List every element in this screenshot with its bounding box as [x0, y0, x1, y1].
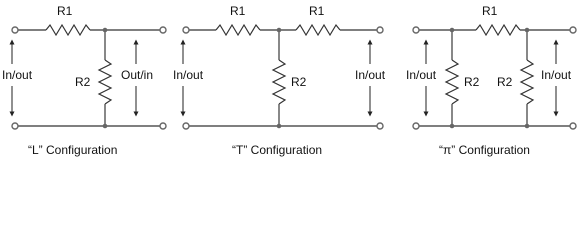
l-r1-resistor: [45, 23, 91, 37]
l-r1-label: R1: [57, 4, 73, 18]
pi-junction-bottom-right: [524, 123, 530, 129]
t-r1-left-resistor: [215, 23, 261, 37]
t-terminal-bottom-left: [182, 122, 190, 130]
pi-r1-resistor: [475, 23, 521, 37]
l-configuration: R1 R2 In/out Out/in “L” Configuration: [2, 4, 167, 157]
pi-caption: “π” Configuration: [439, 143, 530, 157]
t-terminal-bottom-right: [376, 122, 384, 130]
pi-r2-left-resistor: [444, 59, 460, 105]
t-r2-label: R2: [291, 75, 307, 89]
t-caption: “T” Configuration: [232, 143, 322, 157]
l-left-port-label: In/out: [2, 68, 33, 82]
t-r2-resistor: [271, 59, 287, 105]
l-junction-top: [102, 27, 108, 33]
pi-junction-top-left: [449, 27, 455, 33]
l-terminal-bottom-right: [159, 122, 167, 130]
circuit-diagrams: R1 R2 In/out Out/in “L” Configuration R1…: [2, 4, 577, 157]
pi-r2-left-label: R2: [464, 75, 480, 89]
l-caption: “L” Configuration: [28, 143, 117, 157]
l-r2-label: R2: [75, 75, 91, 89]
pi-r2-right-resistor: [519, 59, 535, 105]
l-terminal-bottom-left: [11, 122, 19, 130]
pi-left-port-label: In/out: [406, 68, 437, 82]
l-right-port-label: Out/in: [121, 68, 153, 82]
pi-terminal-top-left: [412, 26, 420, 34]
pi-terminal-bottom-right: [569, 122, 577, 130]
l-terminal-top-right: [159, 26, 167, 34]
t-left-port-label: In/out: [173, 68, 204, 82]
pi-terminal-top-right: [569, 26, 577, 34]
t-right-port-label: In/out: [355, 68, 386, 82]
t-terminal-top-right: [376, 26, 384, 34]
t-r1-right-label: R1: [309, 4, 325, 18]
pi-junction-bottom-left: [449, 123, 455, 129]
pi-right-port-label: In/out: [541, 68, 572, 82]
t-r1-left-label: R1: [230, 4, 246, 18]
t-junction-top: [276, 27, 282, 33]
t-terminal-top-left: [182, 26, 190, 34]
l-r2-resistor: [97, 59, 113, 105]
l-junction-bottom: [102, 123, 108, 129]
pi-r2-right-label: R2: [497, 75, 513, 89]
pi-junction-top-right: [524, 27, 530, 33]
t-junction-bottom: [276, 123, 282, 129]
t-configuration: R1 R1 R2 In/out In/out “T” Configuration: [173, 4, 386, 157]
l-terminal-top-left: [11, 26, 19, 34]
pi-terminal-bottom-left: [412, 122, 420, 130]
pi-r1-label: R1: [482, 4, 498, 18]
pi-configuration: R1 R2 R2 In/out In/out “π” Configuration: [406, 4, 577, 157]
t-r1-right-resistor: [295, 23, 341, 37]
